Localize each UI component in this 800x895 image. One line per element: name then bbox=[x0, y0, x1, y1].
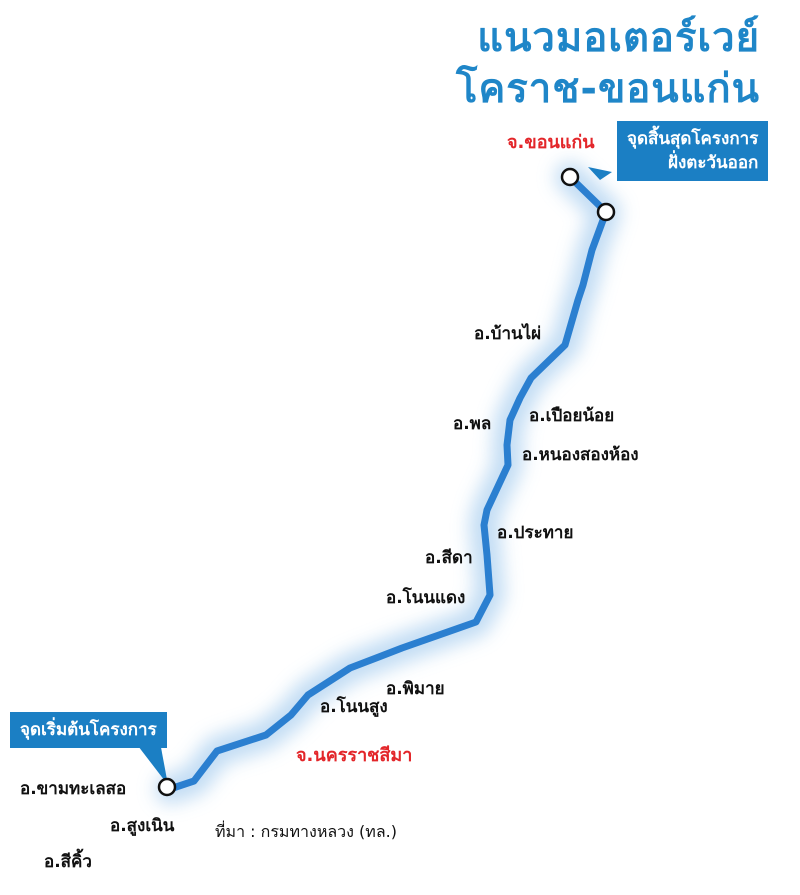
district-label-kham-thale-so: อ.ขามทะเลสอ bbox=[20, 779, 127, 799]
district-label-sung-noen: อ.สูงเนิน bbox=[110, 816, 175, 836]
start-point-callout: จุดเริ่มต้นโครงการ bbox=[10, 712, 167, 748]
district-label-sikhio: อ.สีคิ้ว bbox=[44, 852, 92, 872]
end-callout-line-2: ฝั่งตะวันออก bbox=[668, 153, 759, 173]
start-point-marker bbox=[157, 777, 177, 797]
district-label-non-daeng: อ.โนนแดง bbox=[386, 588, 466, 608]
end-point-callout: จุดสิ้นสุดโครงการ ฝั่งตะวันออก bbox=[617, 121, 769, 181]
map-title-line-1: แนวมอเตอร์เวย์ bbox=[477, 15, 760, 61]
district-label-nong-song-hong: อ.หนองสองห้อง bbox=[522, 445, 639, 465]
province-label-khon-kaen: จ.ขอนแก่น bbox=[507, 132, 595, 153]
map-title-line-2: โคราช-ขอนแก่น bbox=[456, 66, 760, 112]
end-callout-line-1: จุดสิ้นสุดโครงการ bbox=[627, 129, 759, 149]
district-label-prathai: อ.ประทาย bbox=[497, 523, 574, 543]
end-callout-pointer bbox=[588, 167, 612, 180]
motorway-route-line bbox=[166, 173, 610, 793]
source-credit: ที่มา : กรมทางหลวง (ทล.) bbox=[215, 822, 397, 841]
district-label-phimai: อ.พิมาย bbox=[386, 679, 445, 699]
district-label-pueai-noi: อ.เปือยน้อย bbox=[529, 406, 615, 426]
end-point-marker bbox=[560, 167, 580, 187]
route-node-marker bbox=[596, 202, 616, 222]
district-label-phon: อ.พล bbox=[453, 414, 492, 434]
start-callout-label: จุดเริ่มต้นโครงการ bbox=[20, 720, 157, 740]
start-callout-pointer bbox=[135, 742, 168, 785]
district-label-sida: อ.สีดา bbox=[425, 548, 473, 568]
province-label-nakhon-ratchasima: จ.นครราชสีมา bbox=[296, 745, 413, 766]
district-label-non-sung: อ.โนนสูง bbox=[320, 697, 388, 717]
district-label-ban-phai: อ.บ้านไผ่ bbox=[474, 324, 542, 344]
